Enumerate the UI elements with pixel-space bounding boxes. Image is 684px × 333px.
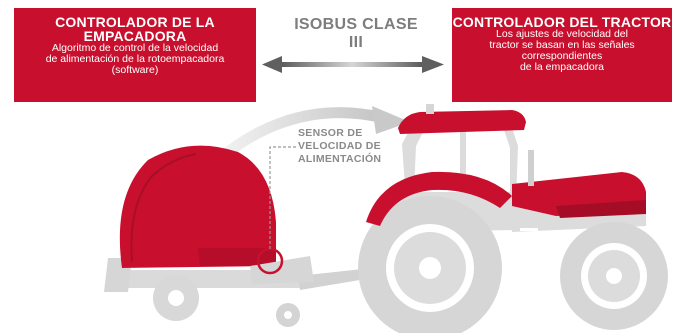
exhaust-stack [528,150,534,186]
gauge-wheel-hub [284,311,292,319]
flow-arc-head [372,106,410,134]
baler-controller-description: Algoritmo de control de la velocidad de … [45,42,225,76]
protocol-label: ISOBUS CLASE III [294,16,418,51]
arrow-head-left [262,56,282,73]
cab-window-side [466,130,510,192]
tractor-controller-description: Los ajustes de velocidad del tractor se … [489,28,635,73]
round-baler [104,145,400,327]
communication-arrow [262,56,444,73]
flow-arc-arrow [222,106,410,158]
hood-stripe [556,200,646,218]
baler-controller-title: CONTROLADOR DE LA EMPACADORA [55,14,215,44]
sensor-marker [256,146,296,275]
baler-body [119,145,277,268]
pickup-housing [250,256,314,284]
baler-body-edge [130,153,197,263]
baler-controller-box: CONTROLADOR DE LA EMPACADORA Algoritmo d… [14,8,256,102]
tractor-controller-title: CONTROLADOR DEL TRACTOR [452,14,672,30]
baler-wheel-hub [168,290,184,306]
baler-lower-panel [198,248,276,266]
rear-wheel-hub [419,257,441,279]
tractor-rear-fender [366,171,512,226]
baler-drawbar [298,268,372,290]
tractor [358,104,668,333]
cab-steps [520,228,538,255]
sensor-label: SENSOR DE VELOCIDAD DE ALIMENTACIÓN [298,127,382,165]
front-wheel-hub [606,268,622,284]
flow-arc [222,107,390,158]
arrow-head-right [422,56,444,73]
tractor-roof [398,110,526,134]
sensor-leader-line [269,146,296,249]
tractor-controller-box: CONTROLADOR DEL TRACTOR Los ajustes de v… [452,8,672,102]
roof-beacon [426,104,434,114]
arrow-shaft [278,62,426,67]
